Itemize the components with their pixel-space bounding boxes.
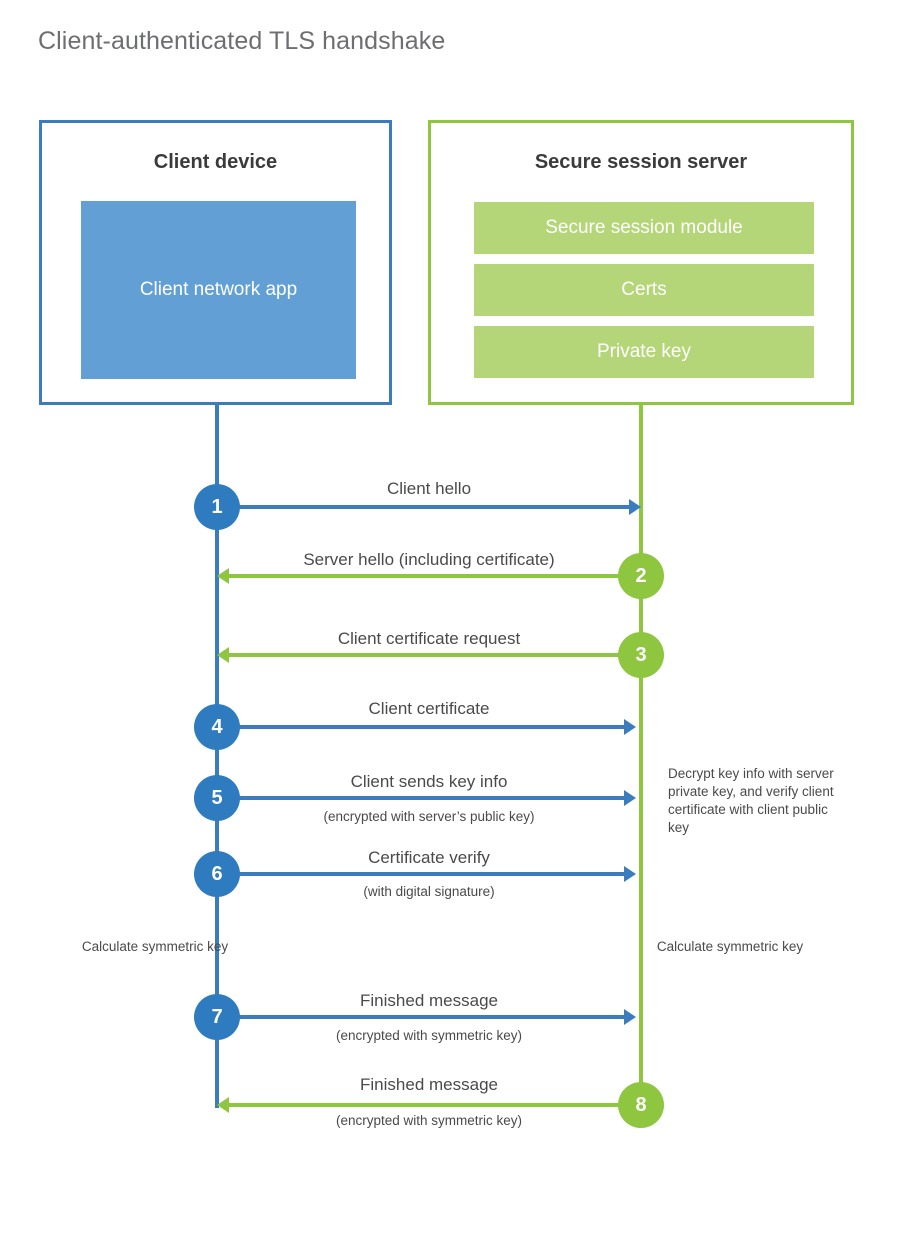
step-3-circle[interactable]: 3: [618, 632, 664, 678]
step-2-arrow: [217, 568, 641, 584]
step-3-arrow: [217, 647, 641, 663]
step-7-sublabel: (encrypted with symmetric key): [335, 1028, 523, 1043]
server-module-certs: Certs: [474, 264, 814, 316]
step-4-arrow: [217, 719, 636, 735]
step-6-circle[interactable]: 6: [194, 851, 240, 897]
step-4-circle[interactable]: 4: [194, 704, 240, 750]
client-device-title: Client device: [153, 151, 278, 173]
step-1-circle[interactable]: 1: [194, 484, 240, 530]
step-4-label: Client certificate: [368, 699, 490, 718]
step-2-circle[interactable]: 2: [618, 553, 664, 599]
step-8-label: Finished message: [360, 1075, 498, 1094]
client-device-box: Client device Client network app: [39, 120, 392, 405]
server-lifeline: [639, 405, 643, 1106]
server-calculate-symmetric-key-note: Calculate symmetric key: [656, 939, 804, 954]
step-7-circle[interactable]: 7: [194, 994, 240, 1040]
client-lifeline: [215, 405, 219, 1108]
server-decrypt-note: Decrypt key info with server private key…: [668, 766, 834, 835]
step-5-label: Client sends key info: [350, 772, 508, 791]
server-module-private-key: Private key: [474, 326, 814, 378]
client-calculate-symmetric-key-note: Calculate symmetric key: [81, 939, 229, 954]
step-5-circle[interactable]: 5: [194, 775, 240, 821]
secure-session-server-title: Secure session server: [534, 151, 748, 173]
step-7-label: Finished message: [360, 991, 498, 1010]
step-6-sublabel: (with digital signature): [363, 884, 495, 899]
step-2-label: Server hello (including certificate): [303, 550, 555, 569]
step-5-sublabel: (encrypted with server’s public key): [323, 809, 535, 824]
step-6-label: Certificate verify: [368, 848, 490, 867]
server-module-secure-session-module: Secure session module: [474, 202, 814, 254]
client-network-app-block: Client network app: [81, 201, 356, 379]
step-3-label: Client certificate request: [337, 629, 521, 648]
step-1-arrow: [217, 499, 641, 515]
page-title: Client-authenticated TLS handshake: [38, 27, 446, 55]
step-8-sublabel: (encrypted with symmetric key): [335, 1113, 523, 1128]
step-5-arrow: [217, 790, 636, 806]
step-8-circle[interactable]: 8: [618, 1082, 664, 1128]
step-1-label: Client hello: [386, 479, 472, 498]
secure-session-server-box: Secure session server Secure session mod…: [428, 120, 854, 405]
step-7-arrow: [217, 1009, 636, 1025]
step-6-arrow: [217, 866, 636, 882]
step-8-arrow: [217, 1097, 641, 1113]
